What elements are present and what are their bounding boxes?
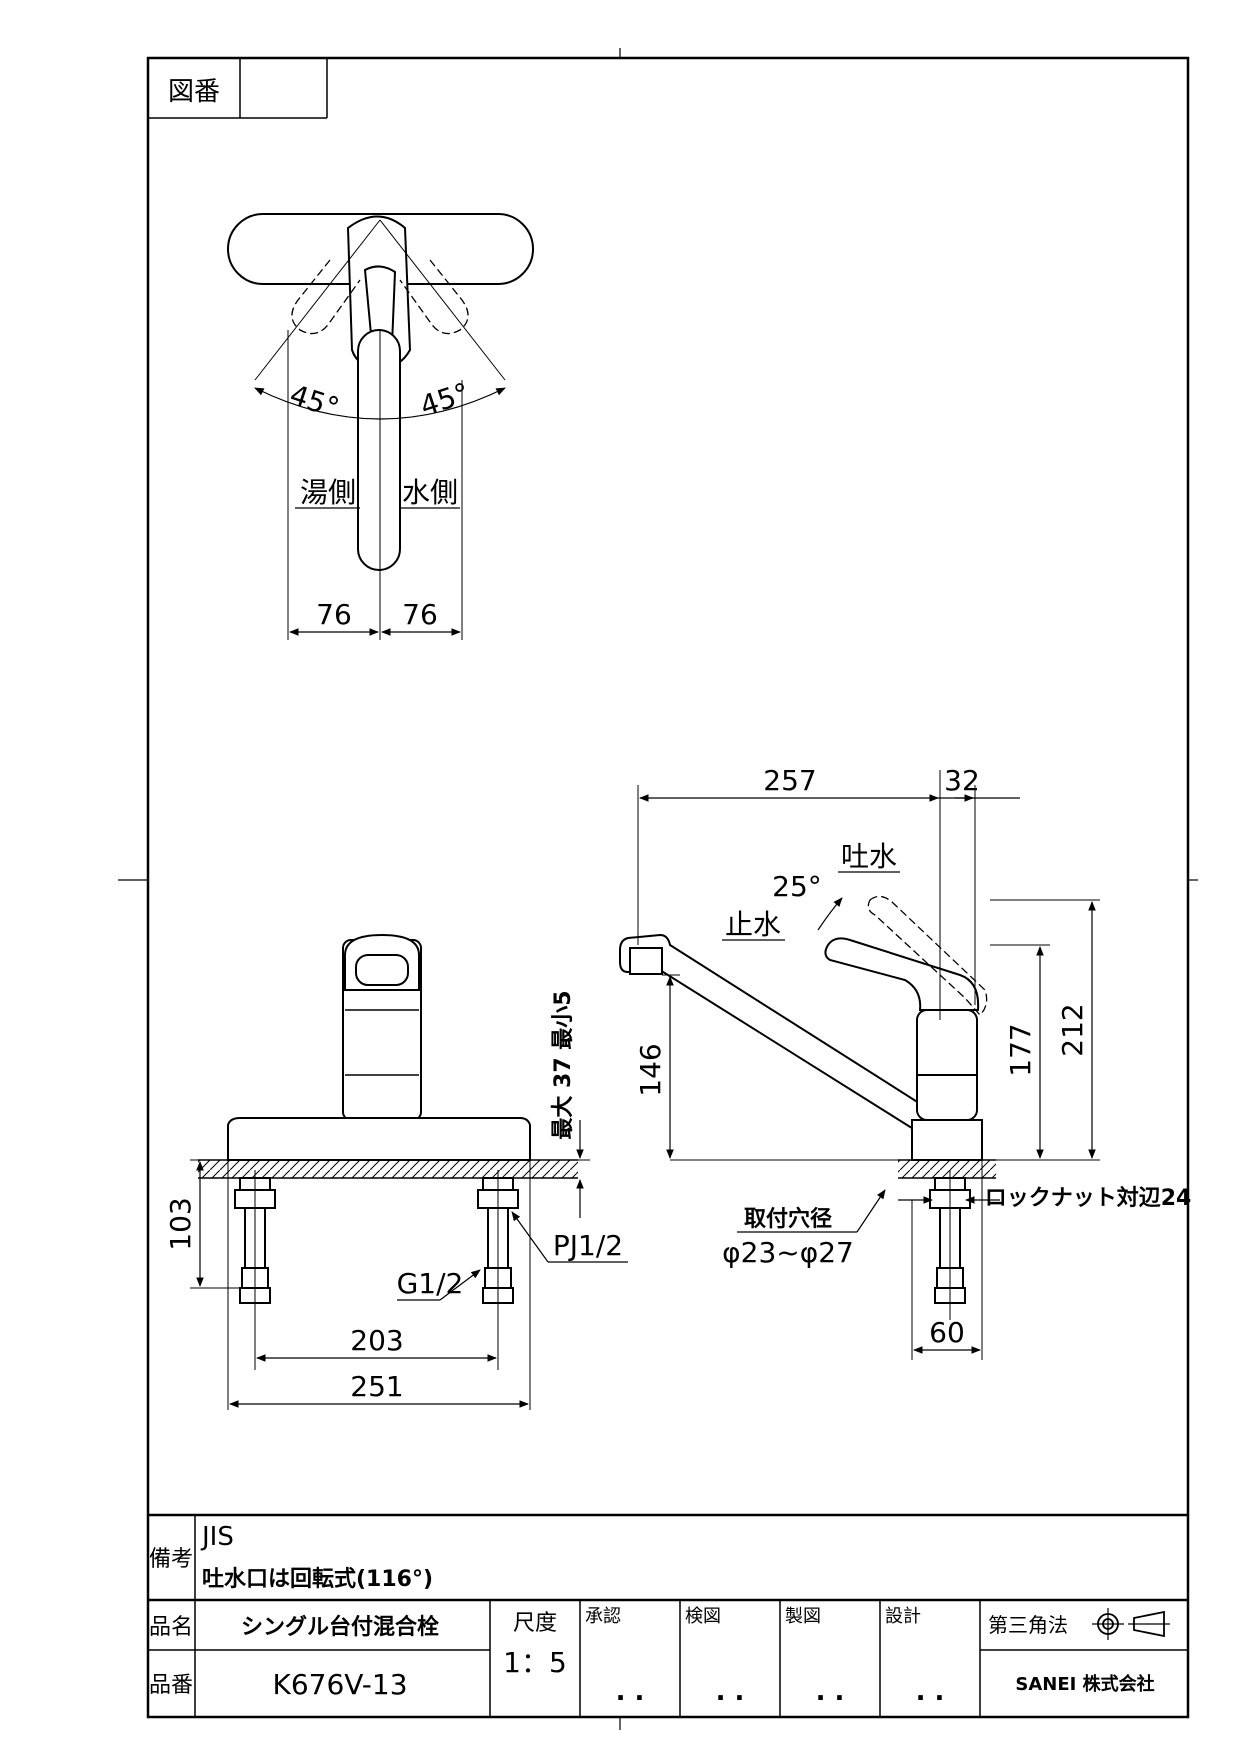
label-pj12: PJ1/2 — [553, 1229, 623, 1262]
locknut-label: ロックナット対辺24 — [985, 1186, 1192, 1211]
hole-label: 取付穴径 — [744, 1206, 832, 1232]
angle-left-label: 45° — [286, 378, 343, 425]
dim-103: 103 — [164, 1197, 197, 1250]
top-view — [227, 213, 534, 640]
dim-146: 146 — [634, 1043, 667, 1096]
remarks-label: 備考 — [149, 1547, 193, 1572]
dim-203: 203 — [350, 1324, 403, 1357]
label-g12: G1/2 — [397, 1267, 464, 1300]
counter-hatch — [198, 1160, 578, 1178]
dim-60: 60 — [929, 1316, 965, 1349]
hot-side-label: 湯側 — [300, 476, 356, 509]
figure-number-box: 図番 — [148, 58, 328, 119]
design-dots: . . — [916, 1677, 945, 1707]
approval-dots: . . — [616, 1677, 645, 1707]
name-value: シングル台付混合栓 — [241, 1614, 439, 1640]
handle-side-phantom — [867, 895, 988, 1016]
cold-side-label: 水側 — [402, 476, 458, 509]
dim-177: 177 — [1004, 1023, 1037, 1076]
arrow-25deg — [817, 897, 843, 931]
drawn-dots: . . — [816, 1677, 845, 1707]
front-view — [190, 933, 628, 1410]
number-value: K676V-13 — [272, 1668, 407, 1701]
remarks-line1: JIS — [200, 1522, 234, 1552]
angle-line-left — [254, 219, 381, 381]
dim-257: 257 — [763, 764, 816, 797]
company-name: SANEI 株式会社 — [1015, 1673, 1154, 1695]
body-side — [916, 1009, 978, 1121]
figure-no-label: 図番 — [168, 77, 220, 107]
handle-front-inner — [355, 954, 409, 986]
dim-32: 32 — [944, 764, 980, 797]
hole-value: φ23~φ27 — [722, 1236, 854, 1269]
handle-right-phantom — [399, 259, 469, 335]
name-label: 品名 — [149, 1615, 193, 1640]
spout-open-label: 吐水 — [841, 840, 897, 873]
title-block — [148, 1513, 1188, 1717]
remarks-line2: 吐水口は回転式(116°) — [202, 1566, 433, 1592]
handle-side — [824, 937, 980, 1011]
projection-label: 第三角法 — [988, 1613, 1068, 1637]
angle-25-label: 25° — [772, 870, 822, 903]
spout-top-outline — [357, 329, 401, 571]
deck-plate-front — [227, 1117, 531, 1161]
dim-76-right: 76 — [402, 598, 438, 631]
drawn-label: 製図 — [785, 1606, 821, 1627]
leader-pj12 — [511, 1211, 549, 1263]
angle-right-label: 45° — [416, 376, 473, 423]
scale-label: 尺度 — [513, 1611, 557, 1636]
handle-left-phantom — [291, 259, 361, 335]
deck-side — [911, 1119, 983, 1161]
scale-value: 1：5 — [503, 1646, 567, 1679]
leader-g12 — [439, 1269, 481, 1301]
spout-close-label: 止水 — [725, 908, 781, 941]
dim-212: 212 — [1056, 1003, 1089, 1056]
sheet-border — [146, 56, 1190, 1719]
aerator — [629, 947, 663, 975]
check-dots: . . — [716, 1677, 745, 1707]
label-thickness: 最大 37 最小5 — [551, 990, 576, 1139]
counter-hatch-side — [898, 1160, 996, 1178]
spout-side — [619, 933, 931, 1131]
side-view — [619, 770, 1100, 1360]
dim-76-left: 76 — [316, 598, 352, 631]
angle-line-right — [379, 219, 506, 381]
check-label: 検図 — [685, 1606, 721, 1627]
approval-label: 承認 — [585, 1606, 621, 1627]
dim-251: 251 — [350, 1370, 403, 1403]
number-label: 品番 — [149, 1673, 193, 1698]
leader-hole — [856, 1189, 886, 1233]
projection-frustum — [1133, 1610, 1165, 1638]
handle-front — [344, 933, 420, 991]
design-label: 設計 — [885, 1606, 921, 1627]
